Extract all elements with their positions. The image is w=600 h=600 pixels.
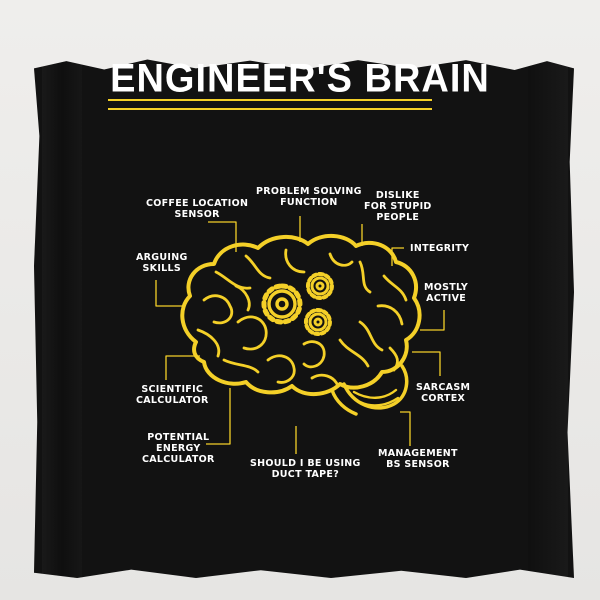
leader-management (400, 411, 411, 446)
label-line: BS SENSOR (386, 459, 450, 470)
label-line: CORTEX (421, 393, 466, 404)
brain-stem (330, 388, 358, 416)
label-scientific-calculator: SCIENTIFIC CALCULATOR (136, 384, 209, 406)
label-line: SCIENTIFIC (141, 384, 204, 395)
leader-mostly (420, 310, 445, 331)
label-line: PROBLEM SOLVING (256, 186, 362, 197)
label-line: DUCT TAPE? (271, 469, 340, 480)
label-line: FOR STUPID (364, 201, 432, 212)
label-line: ENERGY (156, 443, 201, 454)
label-line: SENSOR (174, 209, 220, 220)
label-sarcasm-cortex: SARCASM CORTEX (416, 382, 470, 404)
label-line: INTEGRITY (410, 243, 470, 254)
leader-lines (155, 216, 445, 454)
label-line: MOSTLY (424, 282, 469, 293)
leader-sarcasm (412, 351, 441, 376)
brain-outline (180, 234, 422, 396)
label-line: CALCULATOR (142, 454, 215, 465)
label-line: CALCULATOR (136, 395, 209, 406)
cerebellum (342, 364, 409, 410)
poster-title: ENGINEER'S BRAIN (110, 56, 490, 102)
label-line: PEOPLE (376, 212, 420, 223)
label-line: SHOULD I BE USING (250, 458, 361, 469)
label-potential-energy-calculator: POTENTIAL ENERGY CALCULATOR (142, 432, 215, 465)
label-line: COFFEE LOCATION (146, 198, 249, 209)
label-line: SARCASM (416, 382, 471, 393)
label-problem-solving-function: PROBLEM SOLVING FUNCTION (256, 186, 362, 208)
title-underline (108, 99, 432, 110)
leader-potential (206, 388, 231, 445)
leader-integrity (391, 247, 404, 266)
label-line: SKILLS (142, 263, 182, 274)
label-line: DISLIKE (375, 190, 420, 201)
label-dislike-for-stupid-people: DISLIKE FOR STUPID PEOPLE (364, 190, 432, 223)
label-management-bs-sensor: MANAGEMENT BS SENSOR (378, 448, 458, 470)
label-line: POTENTIAL (147, 432, 210, 443)
label-line: FUNCTION (280, 197, 338, 208)
label-arguing-skills: ARGUING SKILLS (136, 252, 188, 274)
gear-icon (305, 272, 334, 300)
leader-arguing (155, 280, 184, 307)
label-line: ACTIVE (426, 293, 467, 304)
gear-icon (303, 308, 332, 336)
leader-scientific (165, 355, 200, 380)
label-integrity: INTEGRITY (410, 243, 469, 254)
label-coffee-location-sensor: COFFEE LOCATION SENSOR (146, 198, 248, 220)
gear-icon (261, 283, 303, 325)
label-line: MANAGEMENT (378, 448, 458, 459)
label-should-i-be-using-duct-tape: SHOULD I BE USING DUCT TAPE? (250, 458, 361, 480)
leader-coffee (208, 221, 237, 252)
label-mostly-active: MOSTLY ACTIVE (424, 282, 468, 304)
label-line: ARGUING (136, 252, 188, 263)
